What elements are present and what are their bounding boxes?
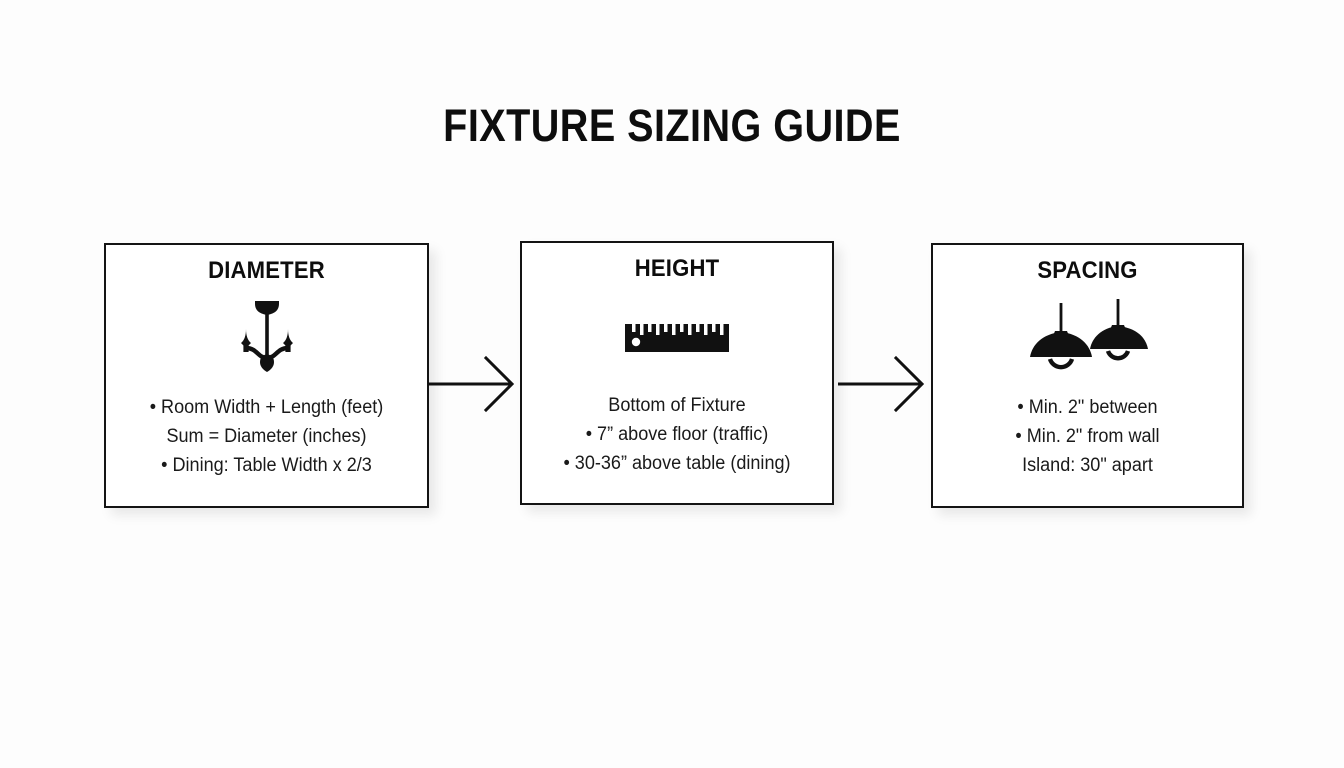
card-line: Bottom of Fixture [608,395,746,416]
ruler-icon [522,295,832,373]
card-line: • Min. 2" from wall [1015,426,1160,447]
chandelier-icon [106,297,427,375]
pendant-lights-icon [933,297,1242,375]
card-line: Sum = Diameter (inches) [166,426,367,447]
page-title: FIXTURE SIZING GUIDE [443,100,901,151]
card-line: • 30-36” above table (dining) [563,453,791,474]
card-spacing[interactable]: SPACING • Min. 2" between • Min. 2" from… [931,243,1244,508]
card-diameter-title: DIAMETER [208,257,325,284]
card-line: • Min. 2" between [1017,397,1158,418]
card-line: • Dining: Table Width x 2/3 [161,455,372,476]
card-line: • 7” above floor (traffic) [585,424,769,445]
card-height[interactable]: HEIGHT [520,241,834,505]
card-diameter[interactable]: DIAMETER • Room Wid [104,243,429,508]
card-spacing-lines: • Min. 2" between • Min. 2" from wall Is… [941,393,1234,480]
card-spacing-title: SPACING [1037,257,1138,284]
card-line: Island: 30" apart [1022,455,1153,476]
card-height-title: HEIGHT [634,255,720,282]
arrow-height-to-spacing [838,355,938,413]
card-diameter-lines: • Room Width + Length (feet) Sum = Diame… [114,393,419,480]
card-height-lines: Bottom of Fixture • 7” above floor (traf… [530,391,824,478]
arrow-diameter-to-height [428,355,528,413]
card-line: • Room Width + Length (feet) [149,397,384,418]
